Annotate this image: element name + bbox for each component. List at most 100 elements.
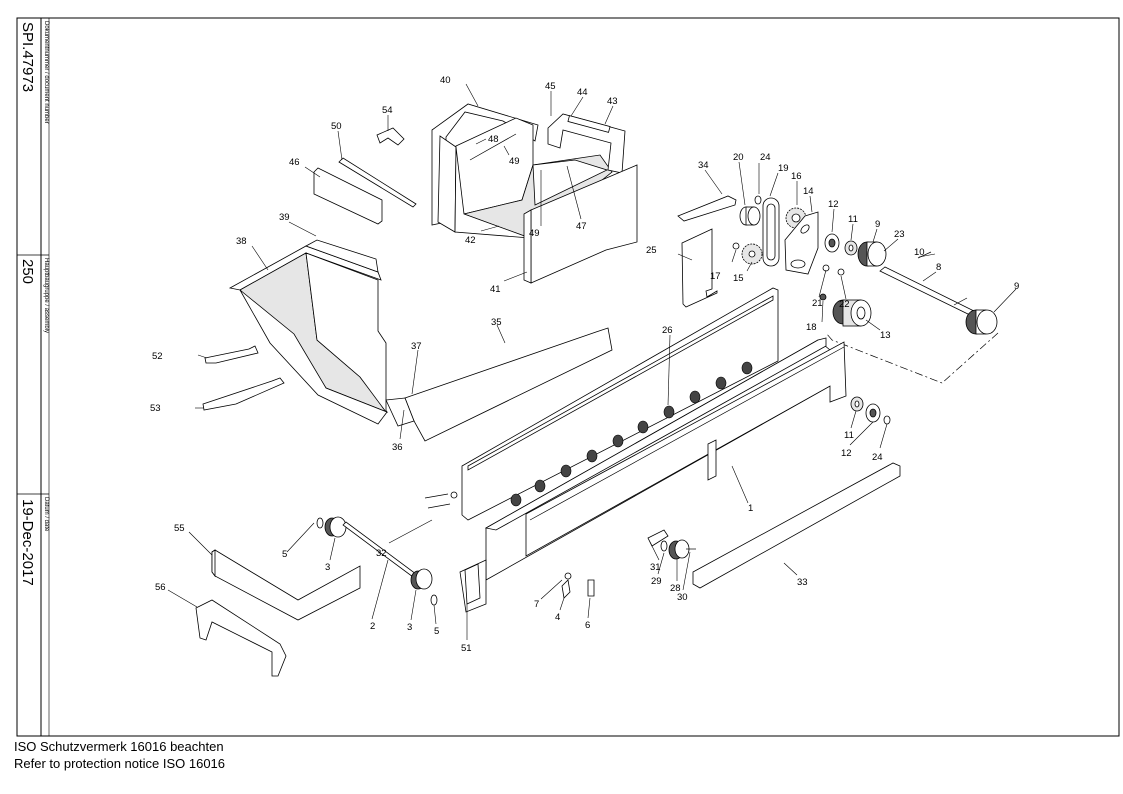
part-34-bracket [677, 195, 737, 222]
date-label: Datum / date [43, 497, 49, 532]
callout-20: 20 [733, 152, 744, 163]
callout-37: 37 [411, 341, 422, 352]
callout-36: 36 [392, 442, 403, 453]
callout-9-bottom: 9 [1014, 281, 1019, 292]
part-9-gear-bottom [965, 309, 998, 335]
protection-notice-de: ISO Schutzvermerk 16016 beachten [14, 739, 224, 754]
drawing-frame [16, 17, 1120, 737]
callout-22: 22 [839, 299, 850, 310]
part-8-drive-shaft [879, 266, 977, 317]
part-24-washer-right [883, 415, 891, 425]
part-53-lever [202, 377, 285, 411]
callout-21: 21 [812, 298, 823, 309]
part-24-washer-top [754, 195, 762, 205]
callout-41: 41 [490, 284, 501, 295]
callout-55: 55 [174, 523, 185, 534]
protection-notice: ISO Schutzvermerk 16016 beachten Refer t… [14, 738, 614, 772]
callout-5-left: 5 [282, 549, 287, 560]
part-32-bolt-set [424, 491, 458, 509]
callout-31: 31 [650, 562, 661, 573]
part-7-4-6-fasteners [561, 572, 595, 599]
callout-12-right: 12 [841, 448, 852, 459]
part-19-belt [762, 197, 780, 267]
part-51-bracket [464, 563, 481, 605]
callout-11-right: 11 [844, 430, 854, 441]
callout-54: 54 [382, 105, 393, 116]
part-18-screw [819, 293, 827, 301]
callout-48: 48 [488, 134, 499, 145]
part-5-washer-right [430, 594, 438, 606]
part-41-side-panel [523, 164, 638, 284]
callout-38: 38 [236, 236, 247, 247]
part-25-plate [681, 228, 718, 308]
callout-43: 43 [607, 96, 618, 107]
callout-34: 34 [698, 160, 709, 171]
callout-12-top: 12 [828, 199, 839, 210]
part-11-bearing [844, 240, 858, 256]
part-17-washer [732, 242, 740, 250]
document-number: SPI.47973 [19, 22, 36, 92]
callout-28: 28 [670, 583, 681, 594]
callout-5-right: 5 [434, 626, 439, 637]
callout-30: 30 [677, 592, 688, 603]
callout-39: 39 [279, 212, 290, 223]
leader-lines [167, 83, 1017, 640]
callout-1: 1 [748, 503, 753, 514]
callout-50: 50 [331, 121, 342, 132]
part-12-seal-right [865, 403, 881, 423]
callout-10: 10 [914, 247, 925, 258]
part-54-bracket [376, 127, 405, 146]
callout-25: 25 [646, 245, 657, 256]
callout-26: 26 [662, 325, 673, 336]
callout-52: 52 [152, 351, 163, 362]
callout-16: 16 [791, 171, 802, 182]
callout-9-top: 9 [875, 219, 880, 230]
assembly-label: Hauptbaugruppe / assembly [43, 258, 49, 333]
callout-6: 6 [585, 620, 590, 631]
callout-33: 33 [797, 577, 808, 588]
callout-42: 42 [465, 235, 476, 246]
callout-8: 8 [936, 262, 941, 273]
callout-45: 45 [545, 81, 556, 92]
callout-56: 56 [155, 582, 166, 593]
callout-47: 47 [576, 221, 587, 232]
assembly-number: 250 [19, 259, 36, 284]
callout-labels: 40 45 44 43 54 50 48 49 46 39 38 42 49 4… [150, 75, 1019, 654]
callout-14: 14 [803, 186, 814, 197]
callout-24-right: 24 [872, 452, 883, 463]
callout-29: 29 [651, 576, 662, 587]
callout-40: 40 [440, 75, 451, 86]
part-12-seal [824, 233, 840, 253]
callout-11-top: 11 [848, 214, 858, 225]
part-26-roller-rail [461, 287, 779, 521]
callout-4: 4 [555, 612, 560, 623]
callout-3-left: 3 [325, 562, 330, 573]
callout-49-mid: 49 [529, 228, 540, 239]
callout-17: 17 [710, 271, 721, 282]
callout-32: 32 [376, 548, 387, 559]
callout-2: 2 [370, 621, 375, 632]
part-13-gear-motor [832, 299, 872, 327]
part-11-bearing-right [850, 396, 864, 412]
callout-7: 7 [534, 599, 539, 610]
part-3-pulley-right [410, 568, 433, 590]
part-38-39-feed-hopper [228, 239, 389, 425]
part-29-washer [660, 540, 668, 552]
callout-18: 18 [806, 322, 817, 333]
part-56-tray-bracket [195, 599, 287, 677]
callout-44: 44 [577, 87, 588, 98]
callout-13: 13 [880, 330, 891, 341]
part-3-pulley-left [324, 516, 347, 538]
part-28-roller [668, 539, 690, 560]
part-22-pin [837, 268, 845, 276]
part-15-sprocket [741, 243, 763, 265]
protection-notice-en: Refer to protection notice ISO 16016 [14, 756, 226, 771]
document-number-label: Dokumentnummer / document number [43, 21, 49, 124]
date-value: 19-Dec-2017 [19, 499, 36, 586]
callout-46: 46 [289, 157, 300, 168]
callout-53: 53 [150, 403, 161, 414]
callout-15: 15 [733, 273, 744, 284]
part-40-hopper-panel [431, 103, 539, 233]
part-55-tray [211, 549, 361, 621]
